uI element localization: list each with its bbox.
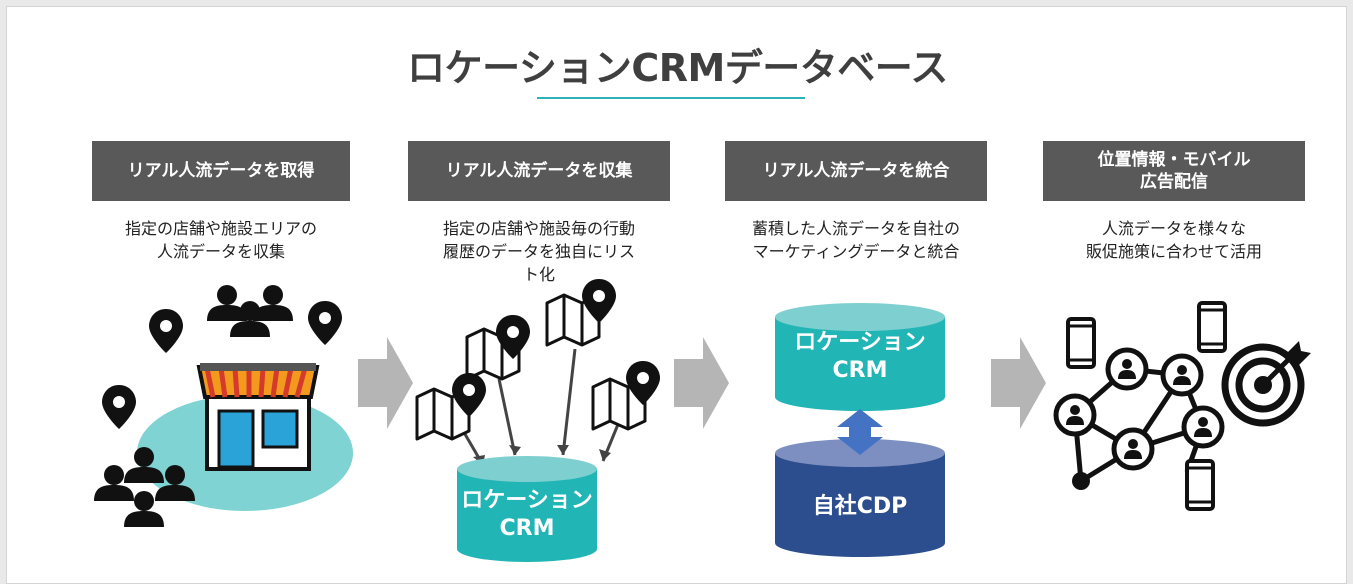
people-group-icon [207,285,293,337]
user-node-icon [1056,396,1094,434]
page-title: ロケーションCRMデータベース [407,46,948,90]
crm-cylinder-step3 [775,303,945,411]
smartphone-icon [1066,317,1096,369]
user-node-icon [1114,430,1152,468]
crm-label-line2: CRM [500,516,555,541]
maps-to-crm-illustration [415,279,660,562]
location-pin-icon [149,309,183,353]
location-pin-icon [102,385,136,429]
target-icon [1221,341,1311,427]
step4-heading: 位置情報・モバイル 広告配信 [1043,141,1305,201]
smartphone-icon [1185,459,1215,511]
title-underline [537,97,805,99]
cdp-cylinder [775,439,945,557]
smartphone-icon [1197,301,1227,353]
crm-cdp-illustration [775,303,945,557]
step3-heading: リアル人流データを統合 [725,141,987,201]
step2-heading: リアル人流データを収集 [408,141,670,201]
step1-heading: リアル人流データを取得 [92,141,350,201]
flow-arrow-2 [674,337,729,429]
store-icon [196,363,320,471]
slide: ロケーションCRMデータベース リアル人流データを取得 リアル人流データを収集 … [6,6,1347,584]
step4-description: 人流データを様々な 販促施策に合わせて活用 [1085,219,1262,262]
crm-label-line2: CRM [833,358,888,383]
flow-arrow-3 [991,337,1046,429]
step2-description: 指定の店舗や施設毎の行動 履歴のデータを独自にリス ト化 [442,219,635,285]
crm-cylinder-step2 [457,456,597,562]
flow-arrow-1 [358,337,413,429]
crowd-store-illustration [94,285,353,527]
user-node-icon [1184,408,1222,446]
diagram-graphics: ロケーション CRM ロケーション CRM 自社CDP [94,279,1311,562]
user-node-icon [1163,356,1201,394]
cdp-label: 自社CDP [813,493,908,519]
step3-description: 蓄積した人流データを自社の マーケティングデータと統合 [751,219,960,262]
sync-arrow-icon [837,409,883,455]
step1-description: 指定の店舗や施設エリアの 人流データを収集 [124,219,317,262]
user-node-icon [1108,350,1146,388]
crm-label-line1: ロケーション [794,330,926,355]
crm-label-line1: ロケーション [461,488,593,513]
location-pin-icon [308,301,342,345]
mobile-ads-illustration [1056,301,1311,511]
